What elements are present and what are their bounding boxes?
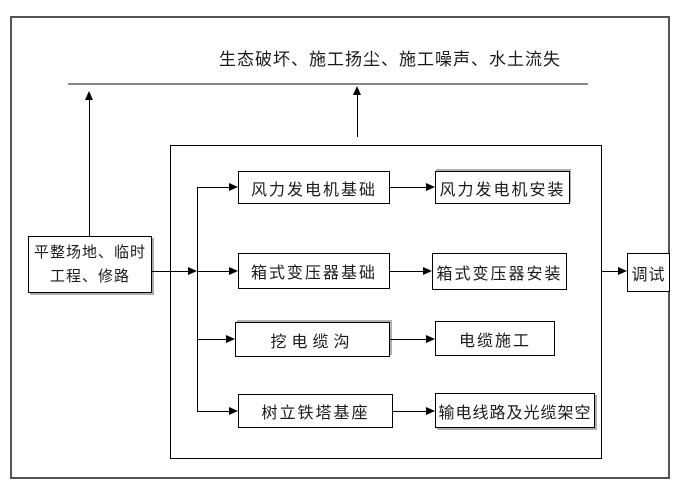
box-commissioning: 调试 — [627, 253, 670, 292]
impact-label: 生态破坏、施工扬尘、施工噪声、水土流失 — [219, 50, 561, 69]
arrow-row4-head-icon — [426, 407, 435, 415]
arrow-branch-to-row3-line — [198, 339, 226, 340]
arrow-row3-head-icon — [426, 335, 435, 343]
box-erect-tower-base: 树立铁塔基座 — [238, 394, 393, 428]
box-site-preparation-line2: 工程、修路 — [49, 268, 130, 285]
arrow-row2-line — [390, 271, 423, 272]
box-transformer-installation: 箱式变压器安装 — [432, 253, 567, 290]
arrow-group-to-final-line — [602, 271, 618, 272]
arrow-row1-head-icon — [426, 183, 435, 191]
arrow-up-from-group-head-icon — [353, 86, 361, 95]
arrow-up-from-source-head-icon — [85, 91, 93, 100]
box-dig-cable-trench: 挖电缆沟 — [235, 322, 390, 357]
box-transmission-line-overhead: 输电线路及光缆架空 — [435, 393, 595, 428]
arrow-row3-line — [390, 339, 426, 340]
arrow-branch-to-row4-head-icon — [229, 407, 238, 415]
arrow-row4-line — [393, 411, 426, 412]
impact-underline — [68, 83, 588, 85]
box-cable-construction: 电缆施工 — [435, 321, 555, 356]
box-wind-turbine-foundation: 风力发电机基础 — [238, 171, 390, 204]
box-site-preparation-line1: 平整场地、临时 — [33, 244, 146, 261]
arrow-branch-to-row2-line — [198, 271, 229, 272]
arrow-branch-to-row1-head-icon — [229, 183, 238, 191]
arrow-source-to-branch-head-icon — [188, 267, 197, 275]
arrow-branch-to-row1-line — [198, 187, 229, 188]
arrow-branch-to-row2-head-icon — [229, 267, 238, 275]
box-site-preparation: 平整场地、临时 工程、修路 — [28, 236, 152, 293]
arrow-up-from-source-line — [89, 100, 90, 236]
arrow-branch-to-row3-head-icon — [226, 335, 235, 343]
box-transformer-foundation: 箱式变压器基础 — [238, 253, 390, 289]
arrow-group-to-final-head-icon — [618, 267, 627, 275]
arrow-row2-head-icon — [423, 267, 432, 275]
arrow-branch-to-row4-line — [198, 411, 229, 412]
branch-distribution-line — [197, 187, 198, 412]
box-wind-turbine-installation: 风力发电机安装 — [435, 171, 570, 204]
arrow-up-from-group-line — [357, 95, 358, 137]
arrow-source-to-branch-line — [152, 271, 189, 272]
arrow-row1-line — [390, 187, 426, 188]
